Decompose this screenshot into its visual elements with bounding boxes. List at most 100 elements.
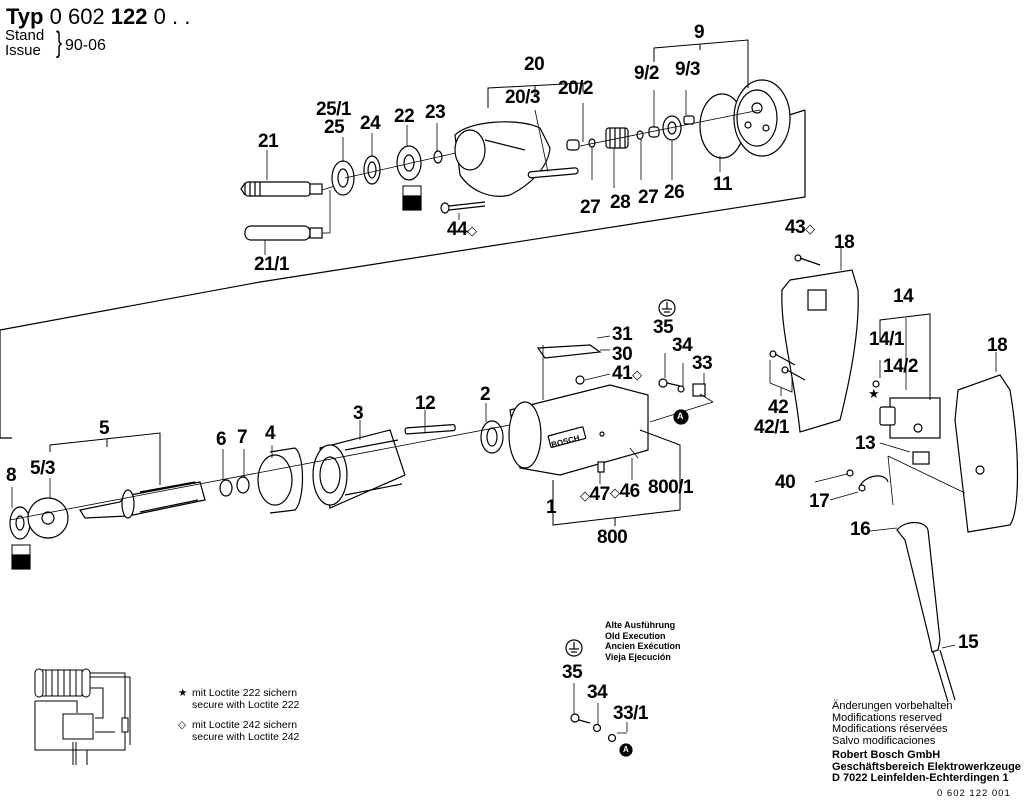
typ-suffix: 0 . . — [153, 4, 191, 29]
washer-34 — [677, 385, 685, 393]
star-icon: ★ — [178, 687, 188, 699]
part-label: 14/1 — [869, 329, 904, 350]
terminal-block-13 — [912, 451, 930, 465]
ring-7 — [236, 476, 250, 494]
part-label: 5/3 — [30, 458, 55, 479]
part-label: 18 — [834, 232, 855, 253]
part-label: 35 — [653, 317, 674, 338]
frame-line-upper — [259, 110, 806, 283]
part-label: 34 — [672, 335, 693, 356]
spindle-21 — [240, 181, 323, 197]
legend-loctite-222: ★mit Loctite 222 sichern secure with Loc… — [178, 687, 300, 711]
part-label: 5 — [99, 418, 110, 439]
part-label: 27 — [580, 197, 601, 218]
screw-41 — [575, 375, 585, 385]
switch-14 — [879, 397, 941, 439]
part-label: 1 — [546, 497, 557, 518]
frame-line-diag — [0, 281, 261, 331]
seal-2 — [480, 420, 504, 454]
handle-group — [769, 248, 1019, 703]
part-label: 43◇ — [785, 217, 815, 238]
part-label: 6 — [216, 429, 227, 450]
part-label: 22 — [394, 106, 415, 127]
old-execution-detail — [565, 639, 633, 757]
earth-screw-35 — [658, 378, 681, 388]
typ-bold: 122 — [110, 4, 148, 29]
typ-label: Typ — [6, 4, 44, 29]
screw-14-1 — [872, 380, 880, 388]
bushing-20-2 — [566, 139, 580, 151]
part-label: 7 — [237, 427, 248, 448]
terminal-33 — [692, 383, 706, 397]
frame-line-left — [0, 330, 12, 439]
part-label: 44◇ — [447, 219, 477, 240]
type-number: Typ 0 602 122 0 . . — [6, 6, 190, 28]
star-symbol: ★ — [868, 386, 880, 401]
part-label: 31 — [612, 324, 633, 345]
part-label: 21 — [258, 131, 279, 152]
bearing-8 — [9, 506, 31, 540]
part-label: 20 — [524, 54, 545, 75]
part-label: 40 — [775, 472, 796, 493]
circlip-23 — [433, 150, 443, 164]
part-label: 15 — [958, 632, 979, 653]
part-label: 33 — [692, 353, 713, 374]
handle-half-18-right — [954, 374, 1019, 533]
baffle-4 — [257, 447, 304, 514]
washer-27b — [636, 130, 644, 140]
cable-clamp-17 — [858, 475, 889, 492]
part-label: 25/1 — [316, 99, 351, 120]
issue-label: Issue — [5, 42, 41, 59]
part-label: 3 — [353, 403, 364, 424]
part-label: 30 — [612, 344, 633, 365]
motor-group — [9, 403, 511, 570]
part-label: 21/1 — [254, 254, 289, 275]
part-label: 16 — [850, 519, 871, 540]
spindle-21-1 — [244, 225, 323, 241]
part-label: 9/3 — [675, 59, 700, 80]
bearing-flange-9 — [733, 79, 791, 157]
part-label: 20/3 — [505, 87, 540, 108]
ref-a-label-old: A — [623, 745, 629, 754]
part-label: 9 — [694, 22, 705, 43]
gear-28 — [605, 127, 629, 149]
part-label: 14/2 — [883, 356, 918, 377]
cover-plate-30 — [536, 344, 602, 400]
part-label: 8 — [6, 465, 17, 486]
pin-20-3 — [527, 167, 579, 179]
stand-issue-labels: Stand Issue — [5, 28, 44, 58]
part-label: 20/2 — [558, 78, 593, 99]
gear-housing-20 — [454, 121, 551, 197]
fan-5-3 — [27, 497, 69, 539]
armature-5 — [79, 481, 206, 519]
part-label: 13 — [855, 433, 876, 454]
part-label: 2 — [480, 384, 491, 405]
typ-prefix: 0 602 — [49, 4, 105, 29]
part-label: 34 — [587, 682, 608, 703]
bearing-9-3 — [683, 115, 695, 125]
gear-assembly-group — [240, 39, 806, 283]
screw-43 — [794, 254, 821, 266]
screw-40 — [846, 469, 854, 477]
document-number: 0 602 122 001 — [937, 788, 1011, 799]
handle-half-18-left — [781, 269, 859, 433]
diamond-icon: ◇ — [178, 719, 187, 731]
brush-12 — [404, 424, 456, 435]
part-label: 26 — [664, 182, 685, 203]
part-label: 42/1 — [754, 417, 789, 438]
part-label: 24 — [360, 113, 381, 134]
issue-value: 90-06 — [65, 37, 106, 54]
screws-42 — [769, 350, 806, 381]
part-label: 18 — [987, 335, 1008, 356]
part-label: ◇47 — [580, 484, 610, 505]
ring-25 — [331, 160, 355, 196]
brace-symbol: } — [56, 26, 63, 59]
footer-notes: Änderungen vorbehalten Modifications res… — [832, 700, 1021, 784]
earth-symbol — [658, 299, 676, 317]
bearing-22 — [396, 145, 422, 181]
bearing-6 — [219, 479, 233, 497]
part-label: ◇46 — [610, 481, 640, 502]
legend-loctite-242: ◇mit Loctite 242 sichern secure with Loc… — [178, 719, 300, 743]
screw-44 — [440, 201, 486, 214]
